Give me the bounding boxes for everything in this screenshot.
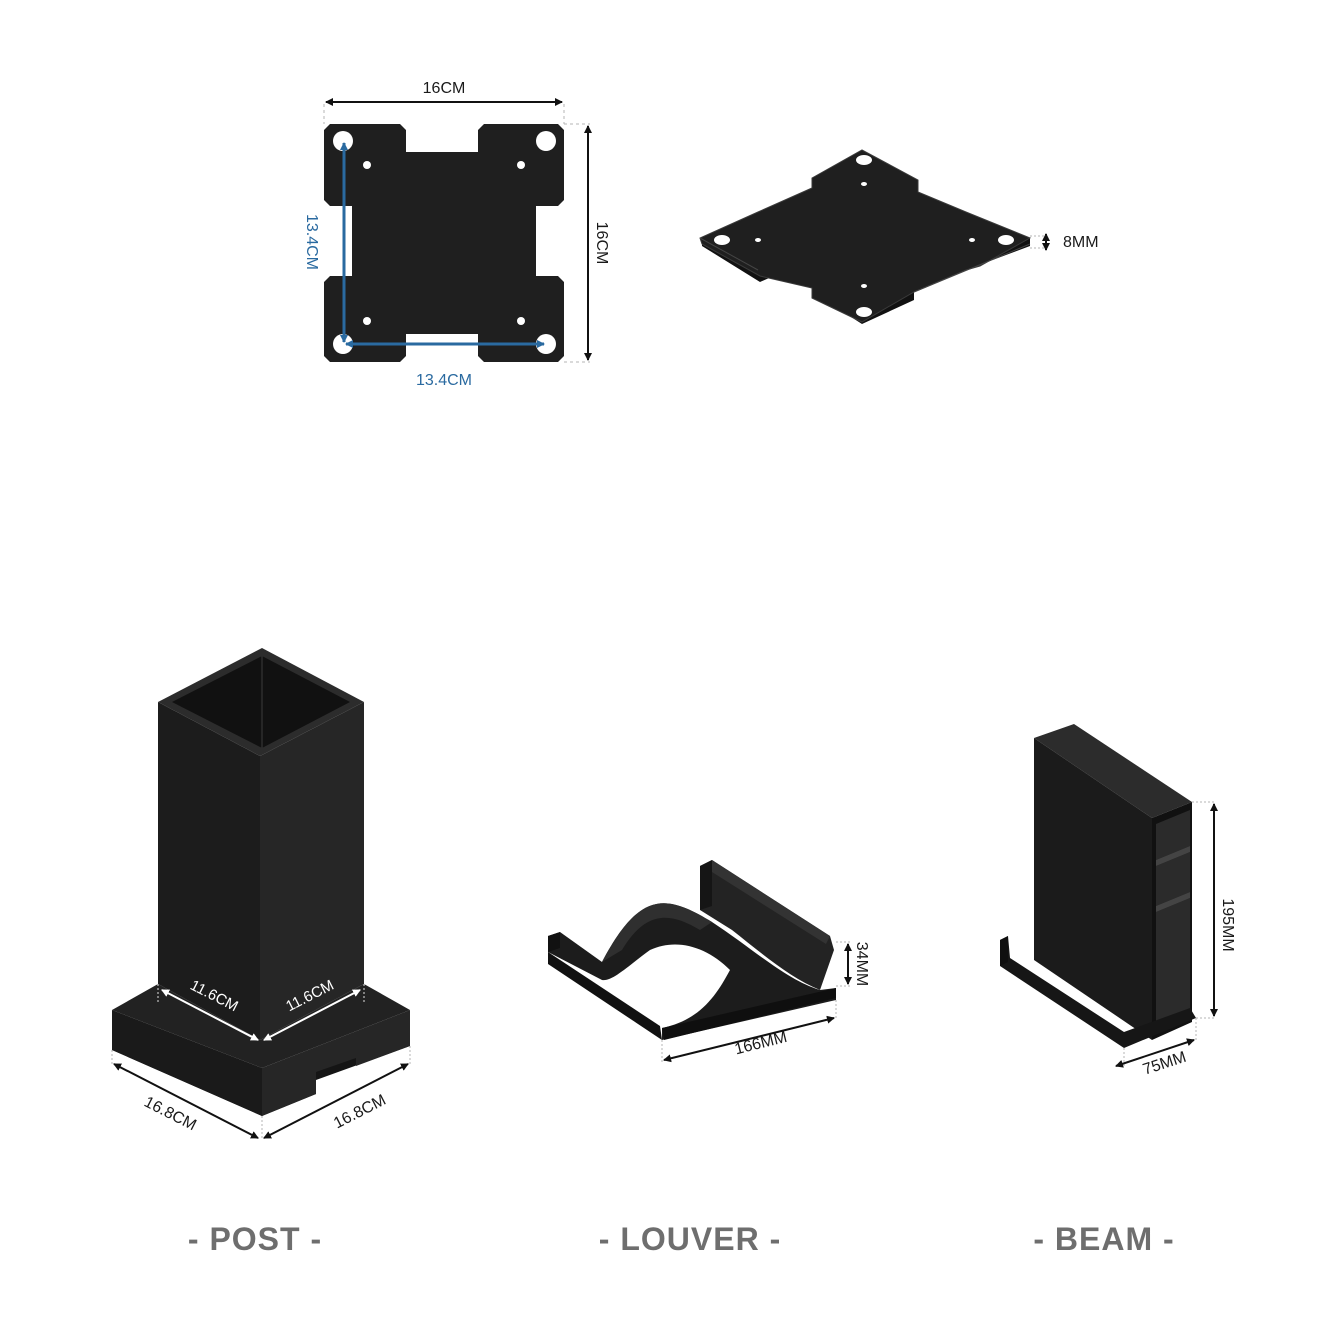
- post-base-width-b-label: 16.8CM: [331, 1092, 389, 1133]
- post-base-width-a-label: 16.8CM: [141, 1094, 199, 1135]
- post-illustration: 11.6CM 11.6CM 16.8CM 16.8CM - POST -: [111, 648, 411, 1257]
- base-plate-top-view: 16CM 16CM 13.4CM 13.4CM: [303, 80, 610, 389]
- louver-illustration: 34MM 166MM - LOUVER -: [548, 860, 870, 1257]
- plate-thickness-label: 8MM: [1063, 234, 1099, 251]
- plate-hole-large: [536, 131, 556, 151]
- base-plate-isometric-view: 8MM: [699, 149, 1099, 324]
- post-inner-width-b-line: [263, 989, 361, 1041]
- plate-hole-small: [363, 161, 371, 169]
- beam-width-dimension-line: [1115, 1038, 1195, 1068]
- iso-plate-top-face: [699, 149, 1032, 323]
- louver-length-label: 166MM: [733, 1029, 789, 1058]
- plate-hole-small: [517, 161, 525, 169]
- base-plate-shape: [324, 124, 564, 362]
- beam-caption: - BEAM -: [1033, 1221, 1174, 1257]
- plate-hole-spacing-horizontal-label: 13.4CM: [416, 372, 472, 389]
- plate-hole-large: [333, 131, 353, 151]
- plate-width-label: 16CM: [423, 80, 466, 97]
- post-base-width-b-line: [263, 1063, 409, 1139]
- beam-illustration: 195MM 75MM - BEAM -: [1000, 724, 1236, 1257]
- plate-hole-spacing-vertical-label: 13.4CM: [303, 214, 320, 270]
- plate-hole-large: [333, 334, 353, 354]
- louver-height-label: 34MM: [853, 942, 870, 986]
- post-inner-width-a-line: [161, 989, 259, 1041]
- plate-hole-large: [536, 334, 556, 354]
- beam-width-label: 75MM: [1141, 1049, 1189, 1079]
- plate-height-label: 16CM: [593, 222, 610, 265]
- plate-hole-small: [363, 317, 371, 325]
- post-base-width-a-line: [113, 1063, 259, 1139]
- post-caption: - POST -: [188, 1221, 322, 1257]
- louver-length-dimension-line: [663, 1015, 835, 1063]
- beam-height-label: 195MM: [1219, 898, 1236, 951]
- louver-caption: - LOUVER -: [599, 1221, 781, 1257]
- plate-hole-small: [517, 317, 525, 325]
